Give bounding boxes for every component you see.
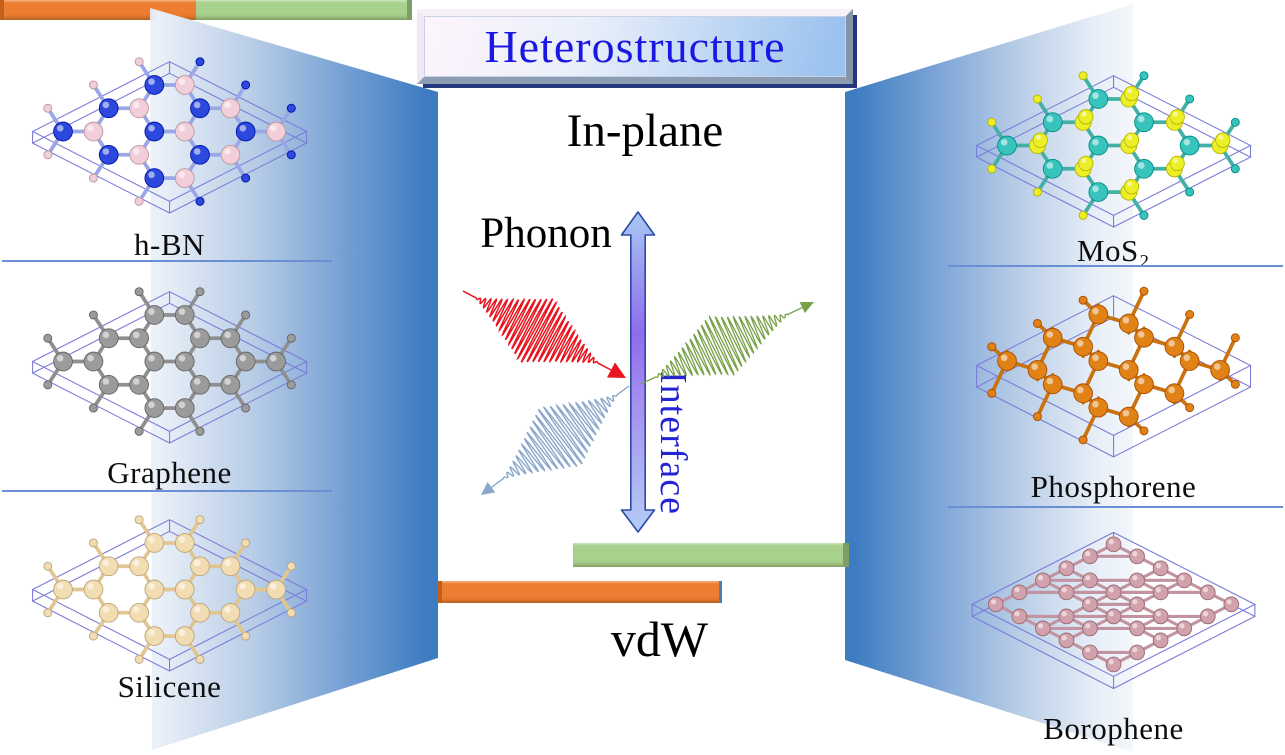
material-block-phosphorene: Phosphorene [946, 276, 1281, 504]
material-block-mos2: MoS₂ [946, 56, 1281, 268]
in-plane-junction-bar [0, 0, 412, 20]
material-block-silicene: Silicene [2, 500, 337, 704]
material-label-silicene: Silicene [117, 669, 222, 704]
right-divider-1 [948, 265, 1283, 267]
vdw-label: vdW [610, 611, 709, 667]
material-block-graphene: Graphene [2, 272, 337, 490]
vdw-bar-green-layer [573, 543, 849, 567]
heterostructure-title: Heterostructure [484, 20, 786, 72]
in-plane-bar-green-segment [196, 0, 412, 20]
graphene-structure-image [30, 287, 308, 444]
phonon-label: Phonon [480, 210, 612, 257]
vdw-bar-orange-layer [438, 581, 722, 603]
material-block-borophene: Borophene [946, 512, 1281, 746]
in-plane-bar-orange-segment [0, 0, 196, 20]
phosphorene-structure-image [974, 286, 1252, 458]
left-divider-2 [2, 490, 332, 492]
material-label-hbn: h-BN [134, 227, 205, 262]
silicene-structure-image [30, 515, 308, 672]
borophene-structure-image [970, 531, 1256, 690]
mos2-structure-image [974, 71, 1252, 228]
left-divider-1 [2, 260, 332, 262]
material-label-mos2: MoS₂ [1076, 233, 1151, 268]
material-block-hbn: h-BN [2, 42, 337, 262]
phonon-interface-sketch [462, 211, 814, 533]
material-label-borophene: Borophene [1043, 711, 1184, 746]
heterostructure-title-box: Heterostructure [417, 9, 853, 84]
interface-label: Interface [652, 371, 694, 515]
in-plane-label: In-plane [566, 105, 724, 157]
material-label-graphene: Graphene [107, 455, 232, 490]
hbn-structure-image [30, 57, 308, 214]
right-divider-2 [948, 506, 1283, 508]
material-label-phosphorene: Phosphorene [1030, 469, 1197, 504]
